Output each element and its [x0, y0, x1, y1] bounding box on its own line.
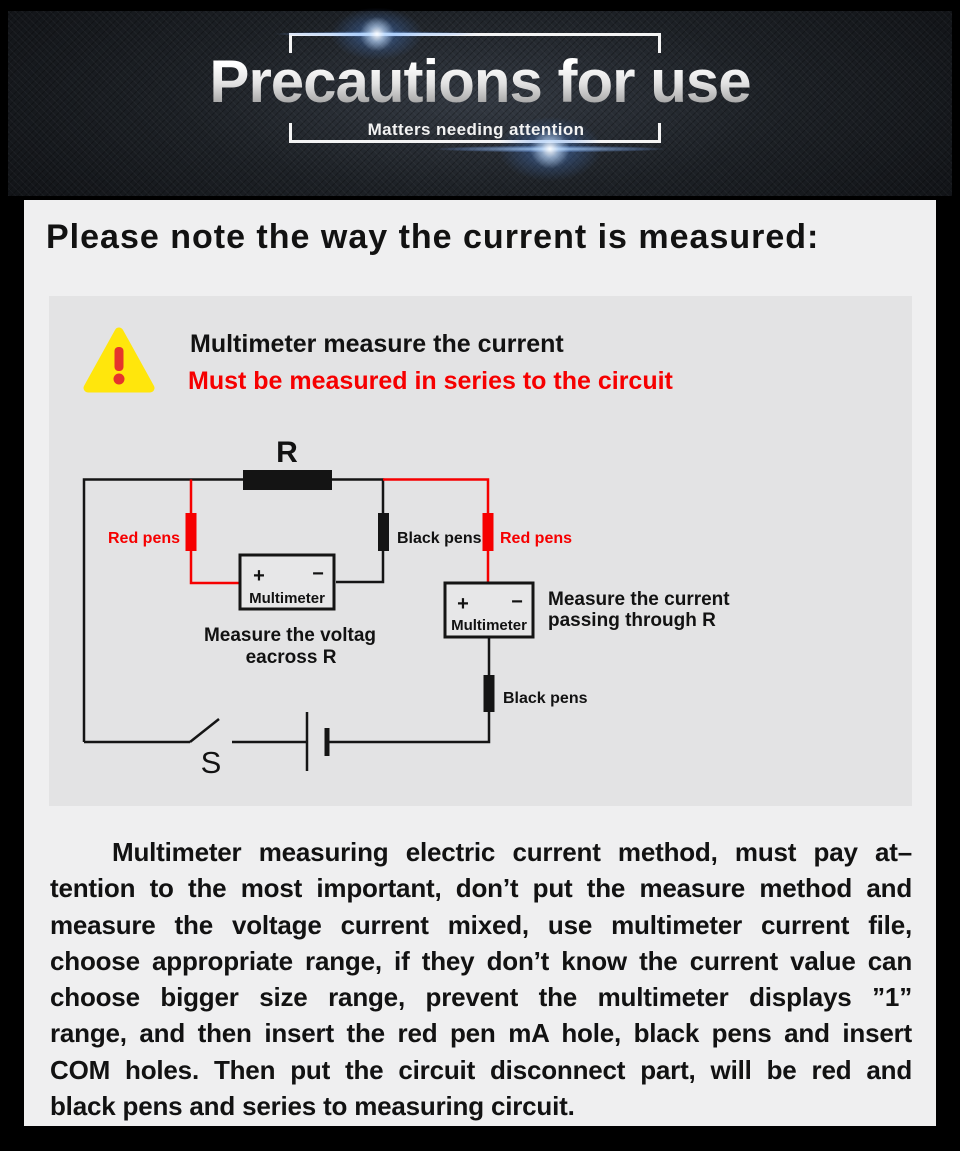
instruction-paragraph: Multimeter measuring electric current me…	[50, 834, 912, 1124]
multimeter1-label: Multimeter	[249, 590, 325, 607]
voltage-caption-line1: Measure the voltag	[204, 625, 376, 646]
diagram-box: R + − Multimeter + − Multimeter Red pens…	[49, 296, 912, 806]
black-pen-probe-bottom	[483, 675, 495, 712]
red-pens-label-right: Red pens	[500, 530, 572, 547]
red-pens-label-left: Red pens	[108, 530, 180, 547]
switch-label: S	[201, 745, 222, 780]
warning-icon	[83, 327, 155, 393]
resistor	[243, 470, 332, 490]
resistor-label: R	[276, 436, 298, 469]
paragraph-line: tention to the most important, don’t put…	[50, 873, 912, 904]
paragraph-line: black pens and series to measuring circu…	[50, 1091, 575, 1122]
warning-text-black: Multimeter measure the current	[190, 330, 564, 358]
red-pen-probe-right	[482, 513, 494, 551]
content-panel: Please note the way the current is measu…	[24, 200, 936, 1126]
wire-black-left-loop	[82, 478, 385, 742]
multimeter1-plus: +	[253, 565, 265, 587]
warning-text-red: Must be measured in series to the circui…	[188, 367, 673, 395]
current-caption-line2: passing through R	[548, 610, 716, 631]
black-pens-label-top: Black pens	[397, 530, 482, 547]
warning-exclaim-bar	[114, 347, 124, 371]
paragraph-line: Multimeter measuring electric current me…	[112, 837, 912, 867]
multimeter2-minus: −	[511, 591, 523, 613]
warning-exclaim-dot	[113, 373, 125, 385]
wire-battery-to-multimeter2	[329, 637, 491, 744]
multimeter1-minus: −	[312, 563, 324, 585]
red-pen-probe-left	[185, 513, 197, 551]
paragraph-line: choose bigger size range, prevent the mu…	[50, 982, 912, 1013]
black-pen-probe-top	[378, 513, 389, 551]
switch-blade	[189, 718, 220, 743]
black-pens-label-bottom: Black pens	[503, 690, 588, 707]
multimeter1-box	[238, 553, 336, 611]
paragraph-line: measure the voltage current mixed, use m…	[50, 909, 912, 940]
multimeter2-plus: +	[457, 593, 469, 615]
page-subtitle: Matters needing attention	[367, 120, 585, 139]
paragraph-line: range, and then insert the red pen mA ho…	[50, 1018, 912, 1049]
voltage-caption-line2: eacross R	[246, 647, 337, 668]
current-caption-line1: Measure the current	[548, 589, 730, 610]
header-banner: Precautions for use Matters needing atte…	[0, 0, 960, 204]
wire-red-voltage-probe	[189, 479, 240, 585]
multimeter2-label: Multimeter	[451, 617, 527, 634]
paragraph-line: COM holes. Then put the circuit disconne…	[50, 1054, 912, 1085]
multimeter2-box	[443, 581, 535, 639]
section-heading: Please note the way the current is measu…	[46, 218, 820, 256]
paragraph-line: choose appropriate range, if they don’t …	[50, 945, 912, 976]
circuit-diagram: R + − Multimeter + − Multimeter Red pens…	[82, 436, 730, 780]
page-title: Precautions for use	[0, 50, 960, 114]
